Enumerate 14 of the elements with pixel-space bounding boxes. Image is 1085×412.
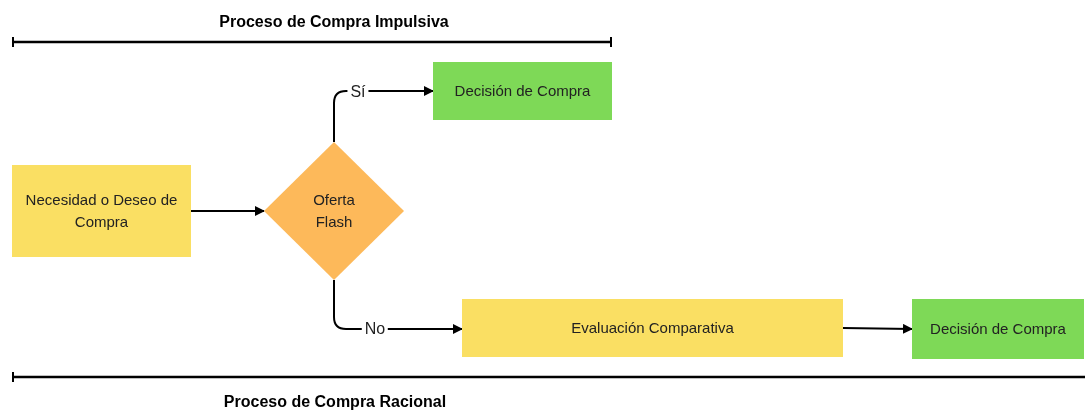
- node-text: Evaluación Comparativa: [571, 318, 734, 338]
- arrow: [333, 86, 434, 143]
- process-box: [12, 165, 191, 257]
- section-title: Proceso de Compra Racional: [223, 392, 447, 412]
- decision-box: [433, 62, 612, 120]
- node-text: Decisión de Compra: [930, 319, 1066, 339]
- arrow: [842, 323, 913, 334]
- node-text: Necesidad o Deseo de Compra: [24, 190, 179, 232]
- process-box: [462, 299, 843, 357]
- node-text: Decisión de Compra: [454, 81, 591, 101]
- decision-box: [912, 299, 1084, 359]
- section-title: Proceso de Compra Impulsiva: [219, 12, 449, 32]
- arrow: [190, 206, 265, 216]
- node-text: Oferta Flash: [312, 190, 356, 232]
